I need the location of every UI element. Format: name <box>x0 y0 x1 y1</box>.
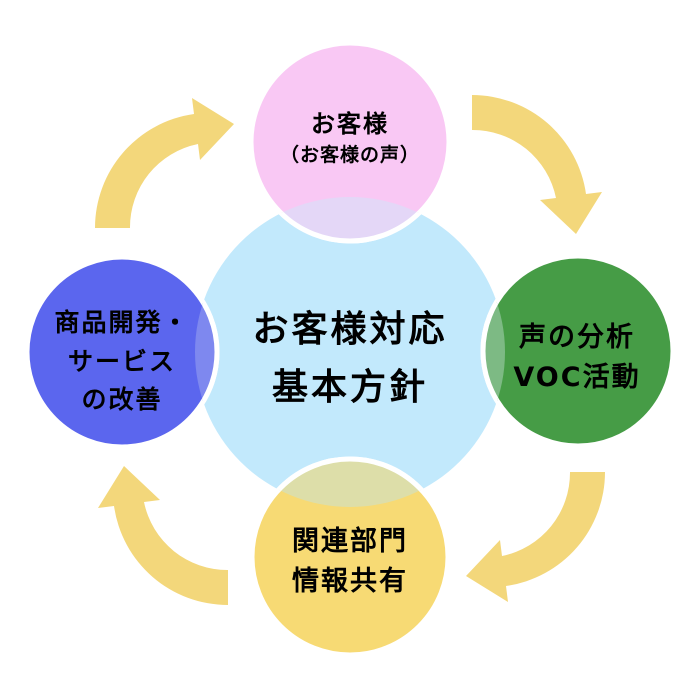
node-top-label-line-1: お客様 <box>311 110 389 138</box>
node-right: 声の分析 VOC活動 <box>480 253 676 449</box>
node-top: お客様 （お客様の声） <box>248 40 452 244</box>
node-bottom-overlap-ring <box>249 456 451 507</box>
node-bottom: 関連部門 情報共有 <box>249 456 451 658</box>
arrow-right-to-bottom-icon <box>466 472 606 602</box>
node-right-label-line-1: 声の分析 <box>519 322 635 353</box>
center-label-line-1: お客様対応 <box>252 309 447 350</box>
node-top-overlap-ring <box>248 197 452 244</box>
node-bottom-label-line-2: 情報共有 <box>292 566 408 597</box>
node-left: 商品開発・ サービス の改善 <box>24 254 220 450</box>
node-left-label-line-1: 商品開発・ <box>54 308 189 337</box>
arrow-bottom-to-left-icon <box>98 466 228 606</box>
center-circle <box>195 197 505 507</box>
node-left-overlap-ring <box>195 254 220 450</box>
cycle-arrows <box>94 94 606 606</box>
node-bottom-label-line-1: 関連部門 <box>292 525 408 557</box>
node-top-label-line-2: （お客様の声） <box>280 143 420 166</box>
node-left-label-line-2: サービス <box>68 347 176 376</box>
arrow-left-to-top-icon <box>94 98 235 228</box>
center-node: お客様対応 基本方針 <box>195 197 505 507</box>
node-right-overlap-ring <box>480 253 505 449</box>
node-left-label-line-3: の改善 <box>81 385 162 414</box>
center-label-line-2: 基本方針 <box>272 367 428 408</box>
node-right-label-line-2: VOC活動 <box>513 362 640 393</box>
arrow-top-to-right-icon <box>472 94 602 235</box>
